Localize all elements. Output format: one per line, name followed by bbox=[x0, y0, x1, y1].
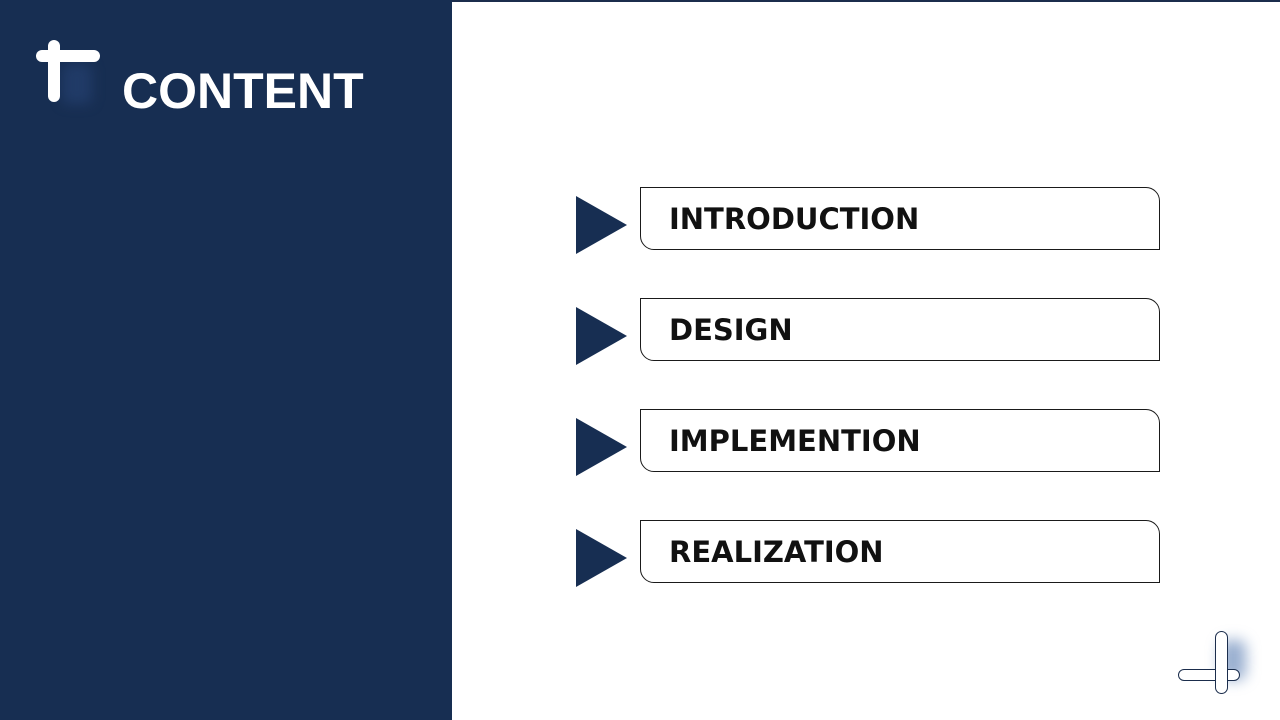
content-item-box[interactable]: INTRODUCTION bbox=[640, 187, 1160, 250]
cross-vertical-bar bbox=[48, 40, 60, 102]
content-item-realization[interactable]: REALIZATION bbox=[574, 520, 1164, 587]
content-item-label: INTRODUCTION bbox=[669, 202, 920, 236]
cross-vertical-bar bbox=[1215, 631, 1228, 694]
cross-shadow bbox=[62, 64, 92, 104]
content-item-box[interactable]: DESIGN bbox=[640, 298, 1160, 361]
content-item-box[interactable]: REALIZATION bbox=[640, 520, 1160, 583]
cross-horizontal-bar bbox=[1178, 669, 1240, 681]
content-item-label: IMPLEMENTION bbox=[669, 424, 921, 458]
left-panel: CONTENT bbox=[0, 0, 452, 720]
cross-bar-icon bbox=[36, 40, 102, 104]
triangle-arrow-icon bbox=[576, 196, 627, 254]
triangle-arrow-icon bbox=[576, 418, 627, 476]
content-item-label: REALIZATION bbox=[669, 535, 884, 569]
cross-horizontal-bar bbox=[36, 50, 100, 62]
page-title: CONTENT bbox=[122, 63, 364, 119]
content-item-design[interactable]: DESIGN bbox=[574, 298, 1164, 365]
triangle-arrow-icon bbox=[576, 307, 627, 365]
top-divider bbox=[452, 0, 1280, 2]
content-item-introduction[interactable]: INTRODUCTION bbox=[574, 187, 1164, 254]
content-item-label: DESIGN bbox=[669, 313, 793, 347]
content-list: INTRODUCTION DESIGN IMPLEMENTION REALIZA… bbox=[574, 187, 1164, 631]
content-item-implemention[interactable]: IMPLEMENTION bbox=[574, 409, 1164, 476]
triangle-arrow-icon bbox=[576, 529, 627, 587]
content-item-box[interactable]: IMPLEMENTION bbox=[640, 409, 1160, 472]
cross-bar-icon bbox=[1176, 630, 1256, 696]
